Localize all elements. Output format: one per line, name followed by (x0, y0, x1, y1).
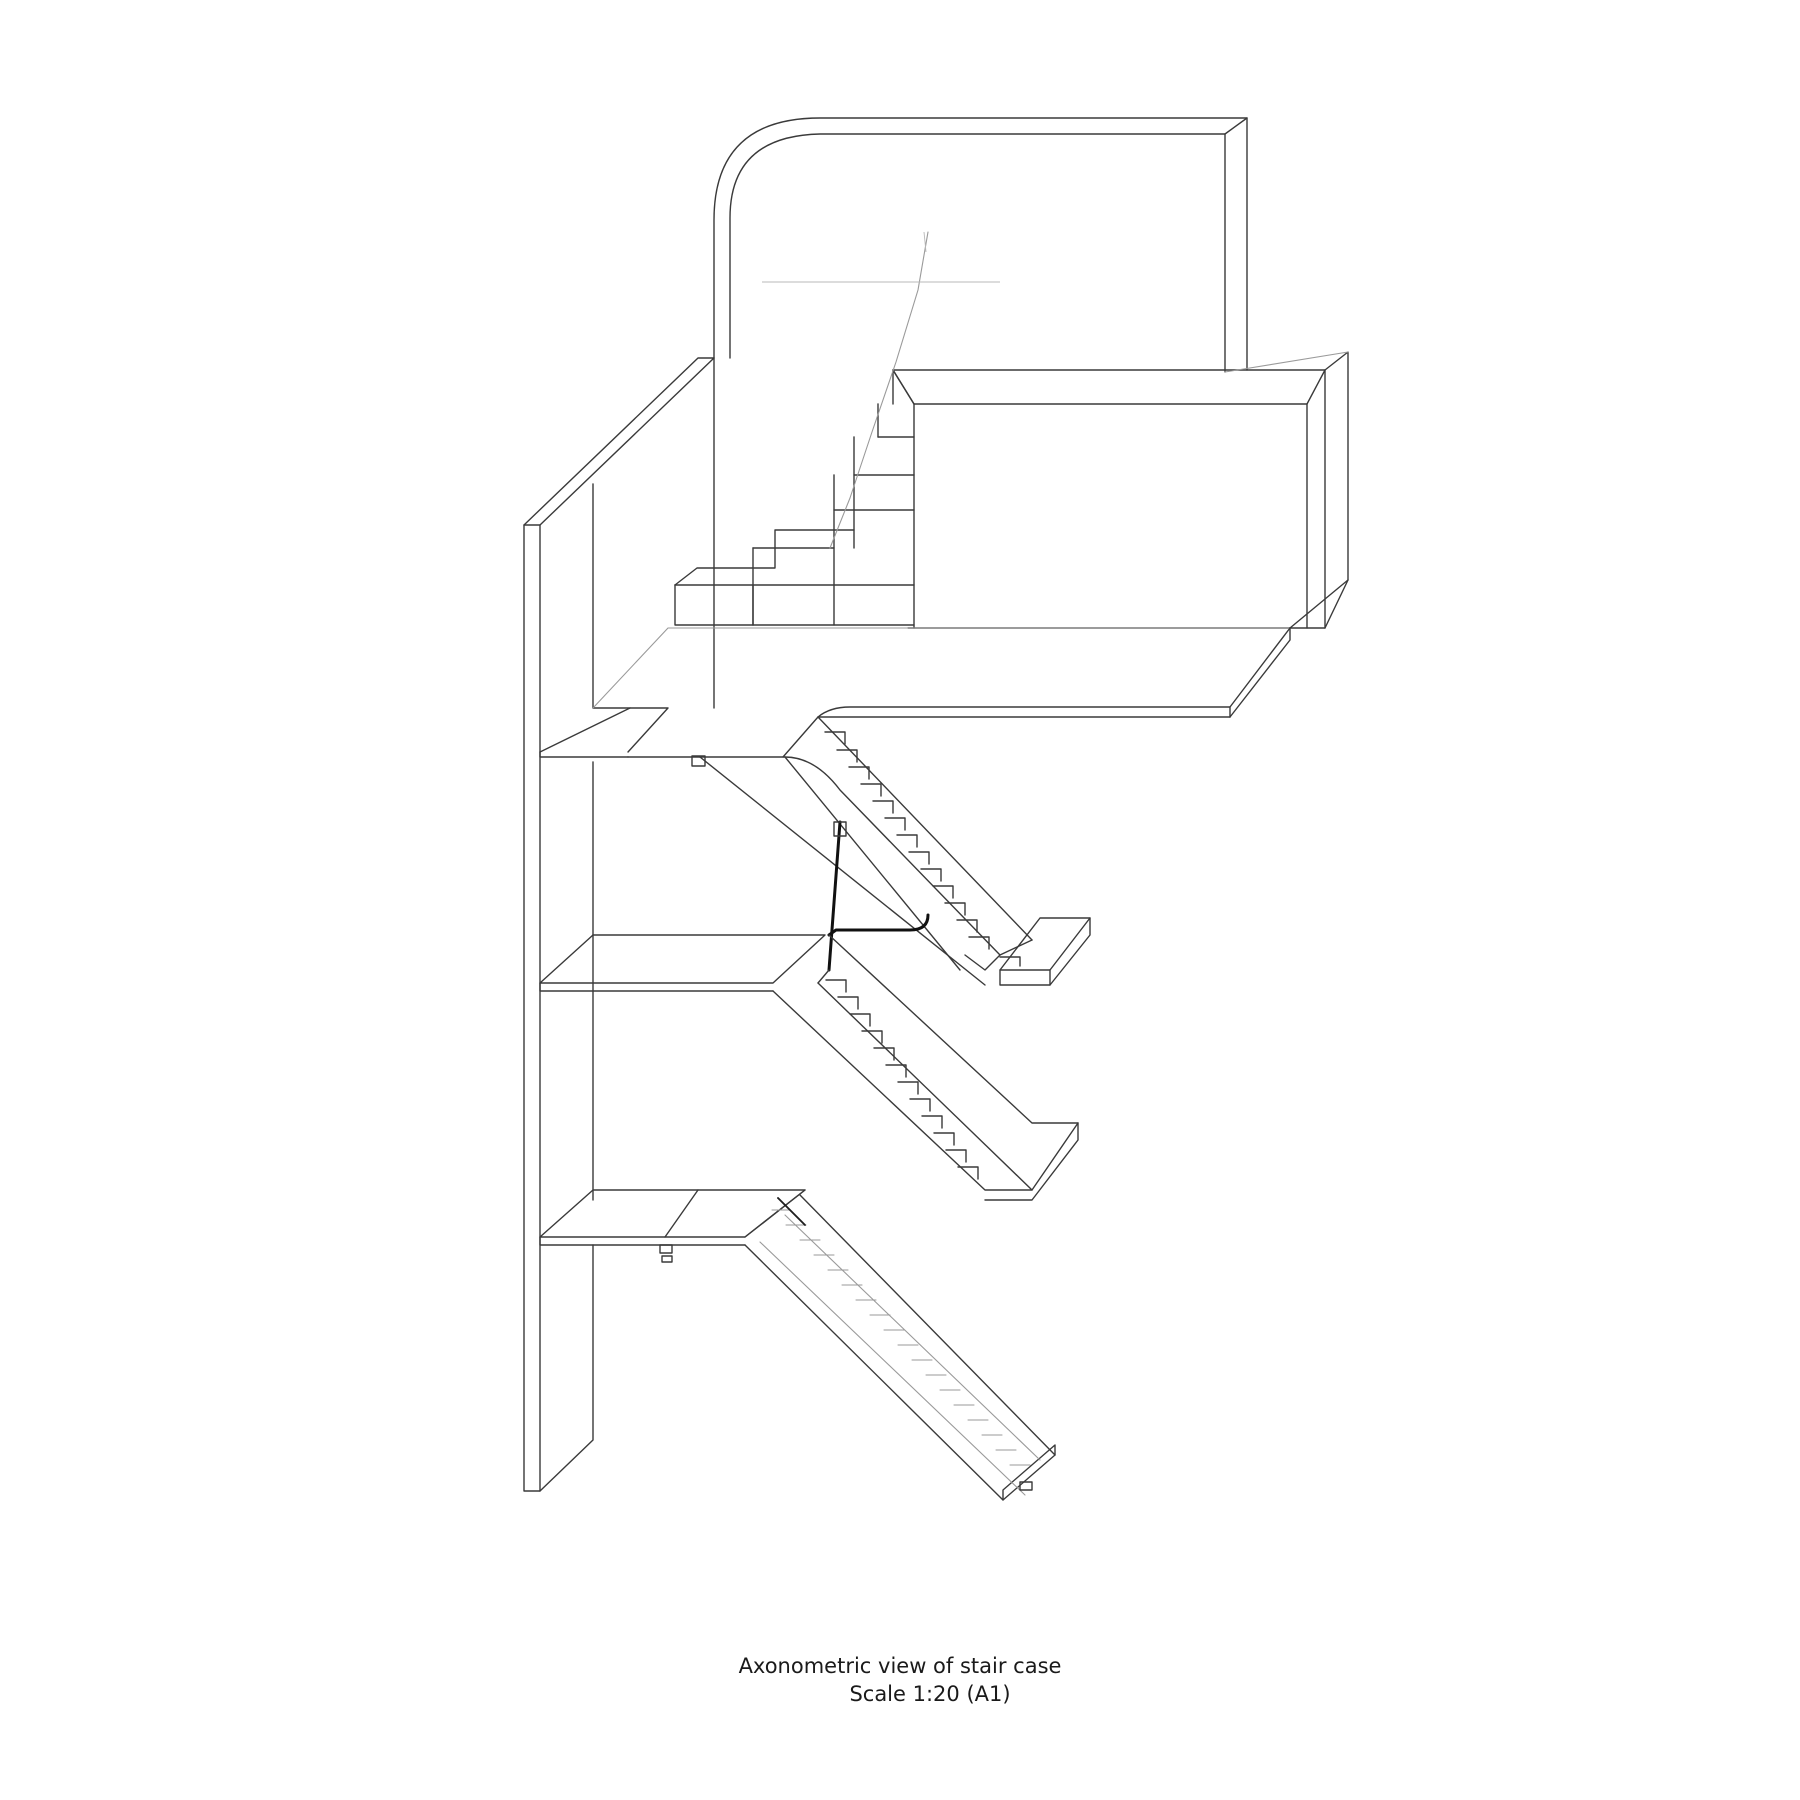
landing-block-1 (999, 917, 1091, 986)
upper-rear-wall (713, 117, 1248, 373)
upper-handrail (762, 231, 1000, 549)
lower-floor-slab (539, 1189, 806, 1263)
stair-flight-1 (699, 716, 1033, 986)
top-floor-slab (539, 579, 1349, 767)
vertical-wall-slab (523, 357, 715, 1492)
caption-title: Axonometric view of stair case (738, 1654, 1062, 1678)
handrail-1 (827, 820, 930, 972)
stair-flight-2 (772, 934, 1079, 1201)
stair-flight-3 (744, 1189, 1056, 1501)
caption-scale: Scale 1:20 (A1) (849, 1682, 1011, 1706)
upper-storage-block (892, 351, 1349, 629)
middle-floor-slab (539, 934, 826, 992)
stepped-cubby-units (674, 369, 915, 626)
drawing-caption: Axonometric view of stair case Scale 1:2… (0, 1652, 1800, 1708)
